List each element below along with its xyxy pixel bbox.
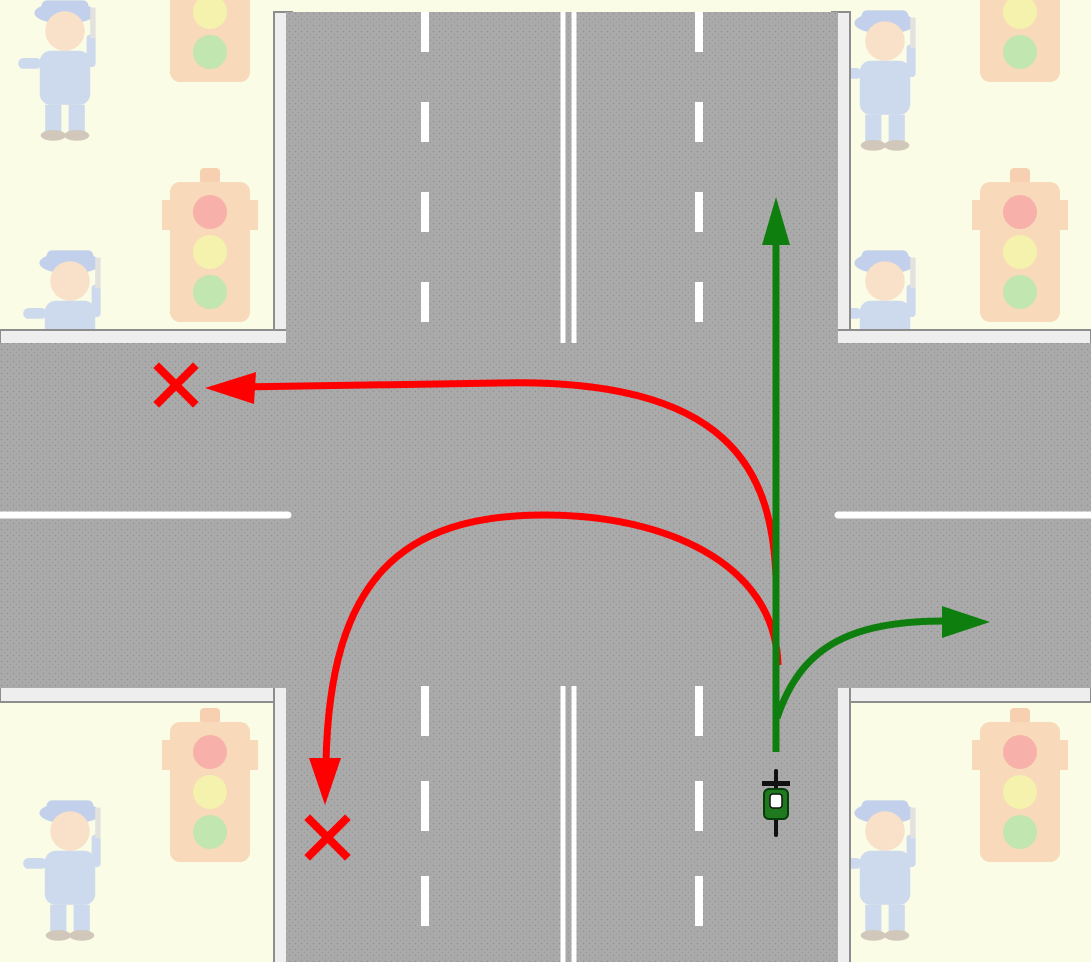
- maneuver-straight: [762, 197, 790, 752]
- u-turn-path: [322, 511, 782, 763]
- road-surface: [0, 12, 1091, 962]
- traffic-light-icon: [162, 708, 258, 862]
- traffic-officer-icon: [23, 800, 101, 941]
- u-turn-arrowhead: [309, 758, 341, 805]
- right-turn-path: [773, 617, 951, 720]
- traffic-light-icon: [972, 708, 1068, 862]
- lane-markings: [0, 12, 1091, 962]
- maneuver-right-turn: [773, 606, 990, 720]
- traffic-light-icon: [162, 168, 258, 322]
- traffic-light-icon: [162, 0, 258, 82]
- traffic-light-icon: [972, 0, 1068, 82]
- traffic-officer-icon: [18, 0, 96, 141]
- right-turn-arrowhead: [942, 606, 990, 638]
- traffic-light-icon: [972, 168, 1068, 322]
- cross-icon: [153, 362, 199, 408]
- left-turn-arrowhead: [205, 372, 256, 404]
- cross-icon: [304, 814, 351, 861]
- straight-arrowhead: [762, 197, 790, 245]
- maneuver-u-turn: [304, 511, 782, 861]
- maneuver-left-turn: [153, 362, 780, 579]
- motorcycle-icon: [762, 769, 790, 837]
- left-turn-path: [237, 379, 780, 579]
